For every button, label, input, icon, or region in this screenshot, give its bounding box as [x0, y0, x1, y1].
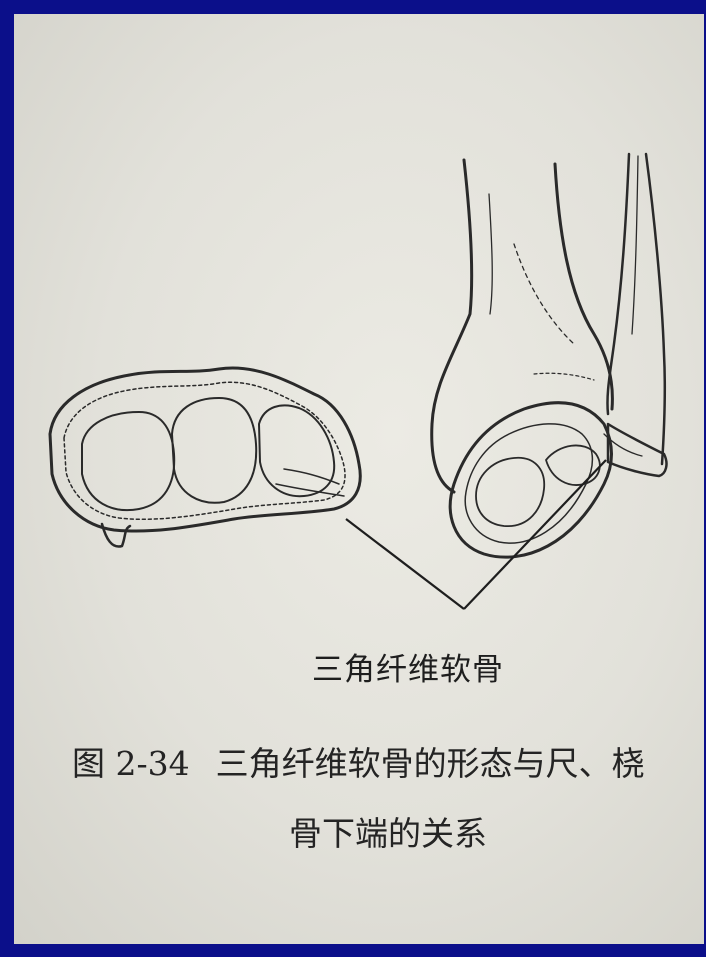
figure-caption-line2: 骨下端的关系 — [289, 807, 487, 855]
caption-text-line1: 三角纤维软骨的形态与尺、桡 — [216, 744, 645, 783]
tfcc-disc-drawing — [50, 368, 360, 547]
radius-ulna-drawing — [432, 154, 667, 557]
book-page-photo: 三角纤维软骨 图 2-34 三角纤维软骨的形态与尺、桡 骨下端的关系 — [14, 14, 704, 944]
wrist-illustration — [14, 14, 704, 944]
figure-label: 三角纤维软骨 — [312, 644, 504, 689]
figure-number: 图 2-34 — [72, 744, 190, 783]
figure-caption-line1: 图 2-34 三角纤维软骨的形态与尺、桡 — [72, 737, 645, 785]
